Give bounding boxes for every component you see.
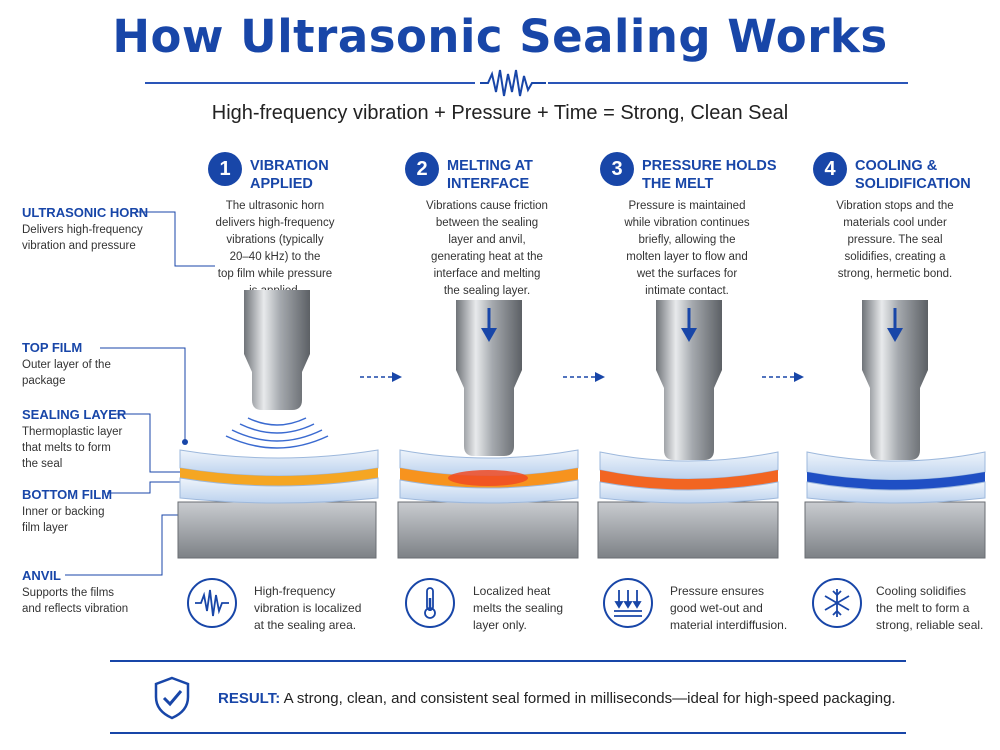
label-sealing-layer: SEALING LAYER — [22, 407, 127, 422]
stage-2-assembly — [397, 300, 579, 559]
step-3-number: 3 — [600, 152, 634, 186]
label-ultrasonic-horn: ULTRASONIC HORN — [22, 205, 149, 220]
stage-4-assembly — [804, 300, 986, 559]
title-rule-left — [145, 82, 475, 84]
stage-1-assembly — [177, 290, 379, 559]
waveform-icon — [187, 578, 237, 628]
label-anvil: ANVIL — [22, 568, 61, 583]
step-4-number: 4 — [813, 152, 847, 186]
result-banner — [110, 660, 906, 734]
waveform-icon — [480, 69, 546, 97]
shield-check-icon — [154, 676, 190, 720]
step-4-title: COOLING &SOLIDIFICATION — [855, 158, 971, 192]
page-title: How Ultrasonic Sealing Works — [112, 10, 888, 63]
subtitle: High-frequency vibration + Pressure + Ti… — [211, 102, 789, 124]
result-text: RESULT: A strong, clean, and consistent … — [218, 690, 896, 707]
title-rule-right — [548, 82, 908, 84]
step-1-number: 1 — [208, 152, 242, 186]
stage-3-assembly — [597, 300, 779, 559]
label-bottom-film: BOTTOM FILM — [22, 487, 113, 502]
thermometer-icon — [405, 578, 455, 628]
label-top-film: TOP FILM — [22, 340, 83, 355]
snowflake-icon — [812, 578, 862, 628]
step-2-number: 2 — [405, 152, 439, 186]
pressure-icon — [603, 578, 653, 628]
